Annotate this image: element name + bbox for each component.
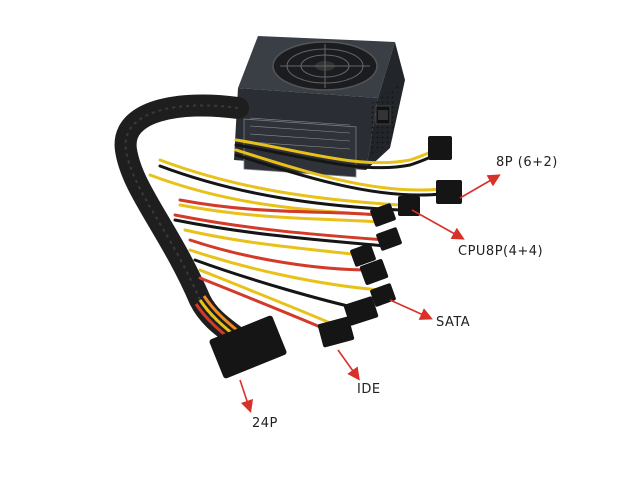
label-sata: SATA [436,315,471,330]
pcie-connector-a [428,136,452,160]
atx-connector [209,315,287,379]
arrow-24p [239,379,254,414]
atx-cable [114,94,287,379]
sata-connector-3 [350,243,376,267]
sata-connector-1 [370,203,396,227]
label-24p: 24P [252,416,278,431]
pcie-connector-b [436,180,462,204]
arrow-ide [337,349,360,381]
label-cpu-8p: CPU8P(4+4) [458,244,544,259]
arrow-8p [459,174,501,199]
arrow-sata [389,299,433,320]
label-pcie-8p: 8P (6+2) [496,155,558,170]
ide-connector-1 [343,296,379,326]
ide-connector-2 [317,316,355,348]
arrow-cpu [411,209,465,240]
sata-connector-4 [359,259,389,285]
label-ide: IDE [357,382,381,397]
sata-connector-5 [370,283,396,307]
fan-icon [272,41,378,91]
callout-arrows [239,174,501,414]
sata-connector-2 [376,227,402,251]
